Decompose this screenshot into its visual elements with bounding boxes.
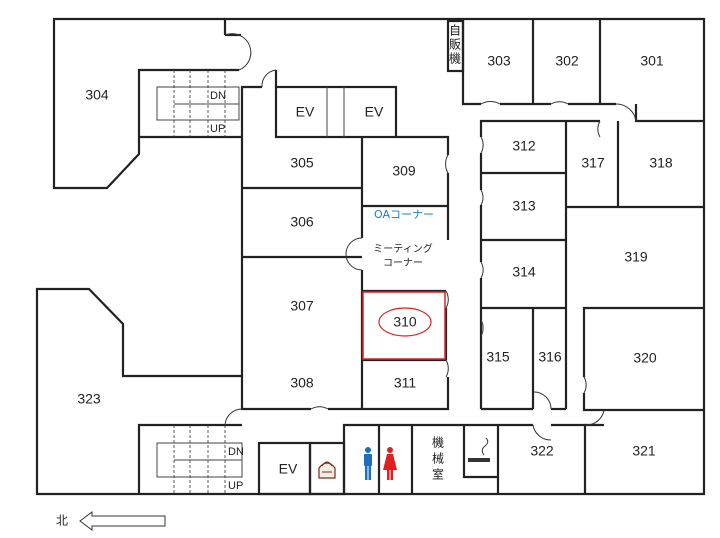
room-305[interactable]: 305 bbox=[290, 155, 314, 171]
room-303[interactable]: 303 bbox=[487, 53, 511, 69]
room-labels: 304 303 302 301 305 309 306 312 317 318 … bbox=[77, 53, 673, 477]
oa-corner-label: OAコーナー bbox=[374, 208, 434, 221]
stairs-top: DN UP bbox=[156, 70, 240, 137]
room-310-circle bbox=[378, 307, 432, 337]
room-317[interactable]: 317 bbox=[581, 155, 605, 171]
walls bbox=[35, 17, 706, 496]
vending-machine-label: 機 bbox=[449, 51, 461, 66]
vending-machine-label: 販 bbox=[449, 38, 461, 52]
stairs-up-label: UP bbox=[228, 480, 243, 492]
room-312[interactable]: 312 bbox=[512, 138, 536, 154]
machine-room-label: 械 bbox=[432, 451, 444, 466]
room-309[interactable]: 309 bbox=[392, 163, 416, 179]
room-310[interactable]: 310 bbox=[393, 314, 417, 330]
room-314[interactable]: 314 bbox=[512, 264, 536, 280]
meeting-corner-label: ミーティング bbox=[373, 242, 432, 255]
elevator-3: EV bbox=[279, 461, 298, 477]
room-323[interactable]: 323 bbox=[77, 391, 101, 407]
facility-labels: 自 販 機 OAコーナー ミーティング コーナー 機 械 室 bbox=[373, 24, 461, 482]
room-307[interactable]: 307 bbox=[290, 298, 314, 314]
room-301[interactable]: 301 bbox=[640, 53, 664, 69]
room-310-highlight bbox=[362, 291, 446, 360]
north-arrow-icon bbox=[79, 511, 166, 531]
room-320[interactable]: 320 bbox=[633, 350, 657, 366]
north-indicator: 北 bbox=[56, 511, 166, 531]
room-316[interactable]: 316 bbox=[538, 349, 562, 365]
room-304[interactable]: 304 bbox=[85, 87, 109, 103]
room-319[interactable]: 319 bbox=[624, 249, 648, 265]
elevator-2: EV bbox=[365, 104, 384, 120]
vending-machine-label: 自 bbox=[449, 24, 461, 38]
room-311[interactable]: 311 bbox=[394, 375, 417, 391]
machine-room-label: 室 bbox=[432, 467, 444, 482]
men-restroom-icon bbox=[364, 447, 372, 480]
room-318[interactable]: 318 bbox=[649, 155, 673, 171]
kettle-icon bbox=[318, 461, 336, 479]
room-302[interactable]: 302 bbox=[555, 53, 579, 69]
room-306[interactable]: 306 bbox=[290, 214, 314, 230]
room-322[interactable]: 322 bbox=[530, 443, 554, 459]
machine-room-label: 機 bbox=[432, 435, 444, 450]
meeting-corner-label: コーナー bbox=[383, 257, 423, 269]
women-restroom-icon bbox=[383, 447, 397, 480]
room-313[interactable]: 313 bbox=[512, 198, 536, 214]
elevator-1: EV bbox=[296, 104, 315, 120]
stairs-dn-label: DN bbox=[210, 90, 226, 102]
smoking-area-icon bbox=[468, 437, 490, 462]
doors bbox=[224, 33, 637, 441]
elevator-shaft bbox=[274, 85, 398, 139]
room-321[interactable]: 321 bbox=[632, 443, 656, 459]
stairs-dn-label: DN bbox=[228, 446, 244, 458]
north-label: 北 bbox=[56, 514, 68, 528]
room-315[interactable]: 315 bbox=[486, 349, 510, 365]
stairs-up-label: UP bbox=[210, 123, 225, 135]
stairs-bottom: DN UP bbox=[156, 425, 244, 494]
room-308[interactable]: 308 bbox=[290, 375, 314, 391]
